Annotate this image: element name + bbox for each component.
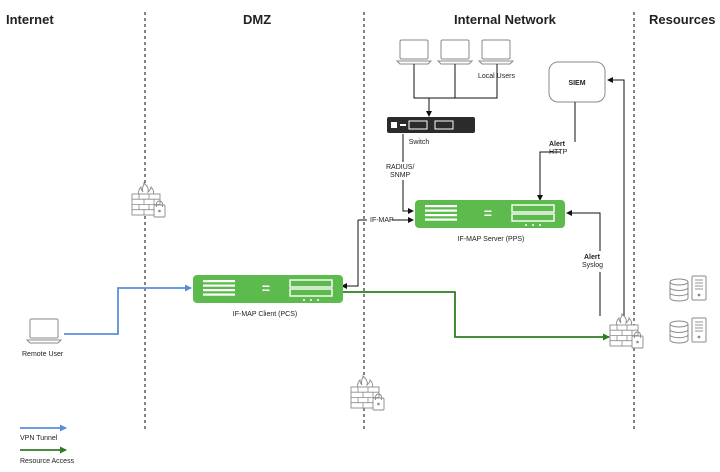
zone-internal-label: Internal Network [454, 12, 557, 27]
laptop-icon [396, 39, 432, 65]
database-icon [669, 278, 689, 302]
ifmap-server-equals-glyph: = [484, 205, 492, 221]
alert-http-title: Alert [549, 141, 566, 148]
firewall-icon [131, 182, 166, 218]
ifmap-client-equals-glyph: = [262, 280, 270, 296]
vpn-tunnel-path [64, 284, 192, 335]
zone-internet-label: Internet [6, 12, 54, 27]
ifmap-client-label: IF-MAP Client (PCS) [233, 311, 297, 318]
legend-resource-label: Resource Access [20, 458, 75, 465]
radius-snmp-arrow [402, 180, 414, 214]
zone-resources-label: Resources [649, 12, 715, 27]
radius-snmp-label-line2: SNMP [390, 172, 411, 179]
laptop-icon [478, 39, 514, 65]
laptop-icon [26, 318, 62, 344]
alert-syslog-up-arrow [566, 210, 601, 251]
alert-http-arrow [537, 151, 560, 201]
alert-syslog-title: Alert [584, 254, 601, 261]
radius-snmp-label-line1: RADIUS/ [386, 164, 414, 171]
alert-syslog-proto: Syslog [582, 262, 603, 269]
resource-access-path [343, 291, 610, 341]
siem-label: SIEM [568, 80, 585, 87]
alert-http-proto: HTTP [549, 149, 568, 156]
firewall-icon [350, 375, 385, 411]
remote-user-label: Remote User [22, 351, 64, 358]
siem-device [548, 61, 606, 103]
server-icon [691, 317, 707, 343]
zone-dmz-label: DMZ [243, 12, 271, 27]
firewall-to-siem-arrow [607, 77, 625, 318]
switch-label: Switch [409, 139, 430, 146]
ifmap-server-label: IF-MAP Server (PPS) [458, 236, 525, 243]
switch-device [387, 117, 475, 133]
ifmap-to-client-arrow [341, 220, 359, 289]
laptop-icon [437, 39, 473, 65]
database-icon [669, 320, 689, 344]
server-icon [691, 275, 707, 301]
firewall-icon [609, 313, 644, 349]
ifmap-label: IF-MAP [370, 217, 394, 224]
legend-vpn-label: VPN Tunnel [20, 435, 58, 442]
